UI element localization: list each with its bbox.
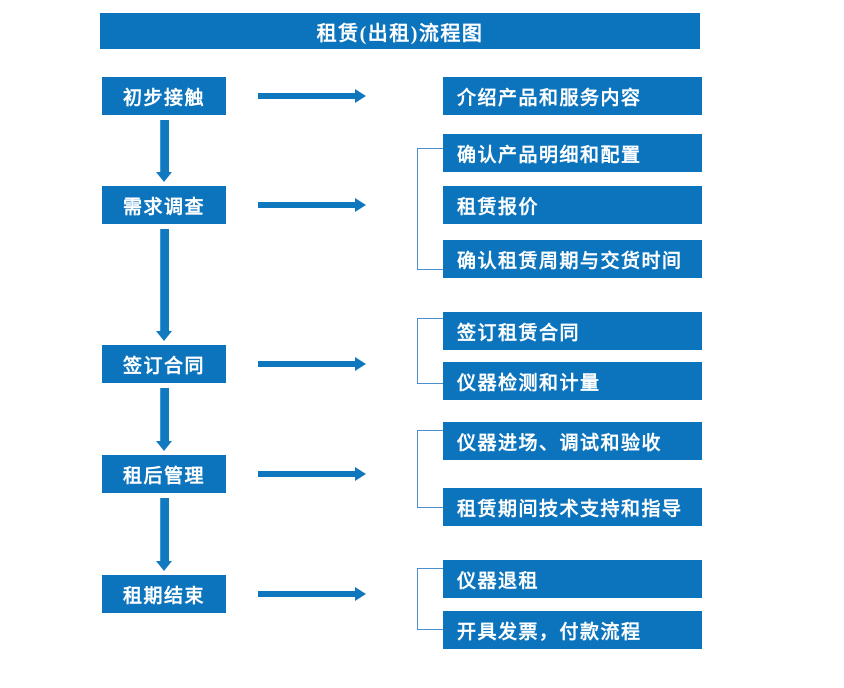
right-arrow-3 xyxy=(258,357,366,371)
down-arrow-1 xyxy=(153,120,175,182)
detail-box-6[interactable]: 仪器检测和计量 xyxy=(443,362,702,400)
detail-box-7[interactable]: 仪器进场、调试和验收 xyxy=(443,422,702,460)
group-bracket-3 xyxy=(417,318,443,384)
detail-box-2[interactable]: 确认产品明细和配置 xyxy=(443,134,702,172)
detail-box-5[interactable]: 签订租赁合同 xyxy=(443,312,702,350)
detail-box-4[interactable]: 确认租赁周期与交货时间 xyxy=(443,240,702,278)
stage-box-3[interactable]: 签订合同 xyxy=(102,345,226,383)
right-arrow-2 xyxy=(258,198,366,212)
down-arrow-4 xyxy=(153,498,175,571)
stage-box-4[interactable]: 租后管理 xyxy=(102,455,226,493)
down-arrow-3 xyxy=(153,388,175,451)
right-arrow-1 xyxy=(258,89,366,103)
detail-box-3[interactable]: 租赁报价 xyxy=(443,186,702,224)
stage-box-1[interactable]: 初步接触 xyxy=(102,77,226,115)
down-arrow-2 xyxy=(153,229,175,341)
detail-box-10[interactable]: 开具发票，付款流程 xyxy=(443,611,702,649)
right-arrow-5 xyxy=(258,587,366,601)
diagram-title: 租赁(出租)流程图 xyxy=(100,13,700,49)
detail-box-8[interactable]: 租赁期间技术支持和指导 xyxy=(443,488,702,526)
right-arrow-4 xyxy=(258,467,366,481)
detail-box-1[interactable]: 介绍产品和服务内容 xyxy=(443,77,702,115)
group-bracket-5 xyxy=(417,568,443,630)
stage-box-5[interactable]: 租期结束 xyxy=(102,575,226,613)
group-bracket-4 xyxy=(417,430,443,508)
stage-box-2[interactable]: 需求调查 xyxy=(102,186,226,224)
group-bracket-2 xyxy=(417,148,443,270)
detail-box-9[interactable]: 仪器退租 xyxy=(443,560,702,598)
